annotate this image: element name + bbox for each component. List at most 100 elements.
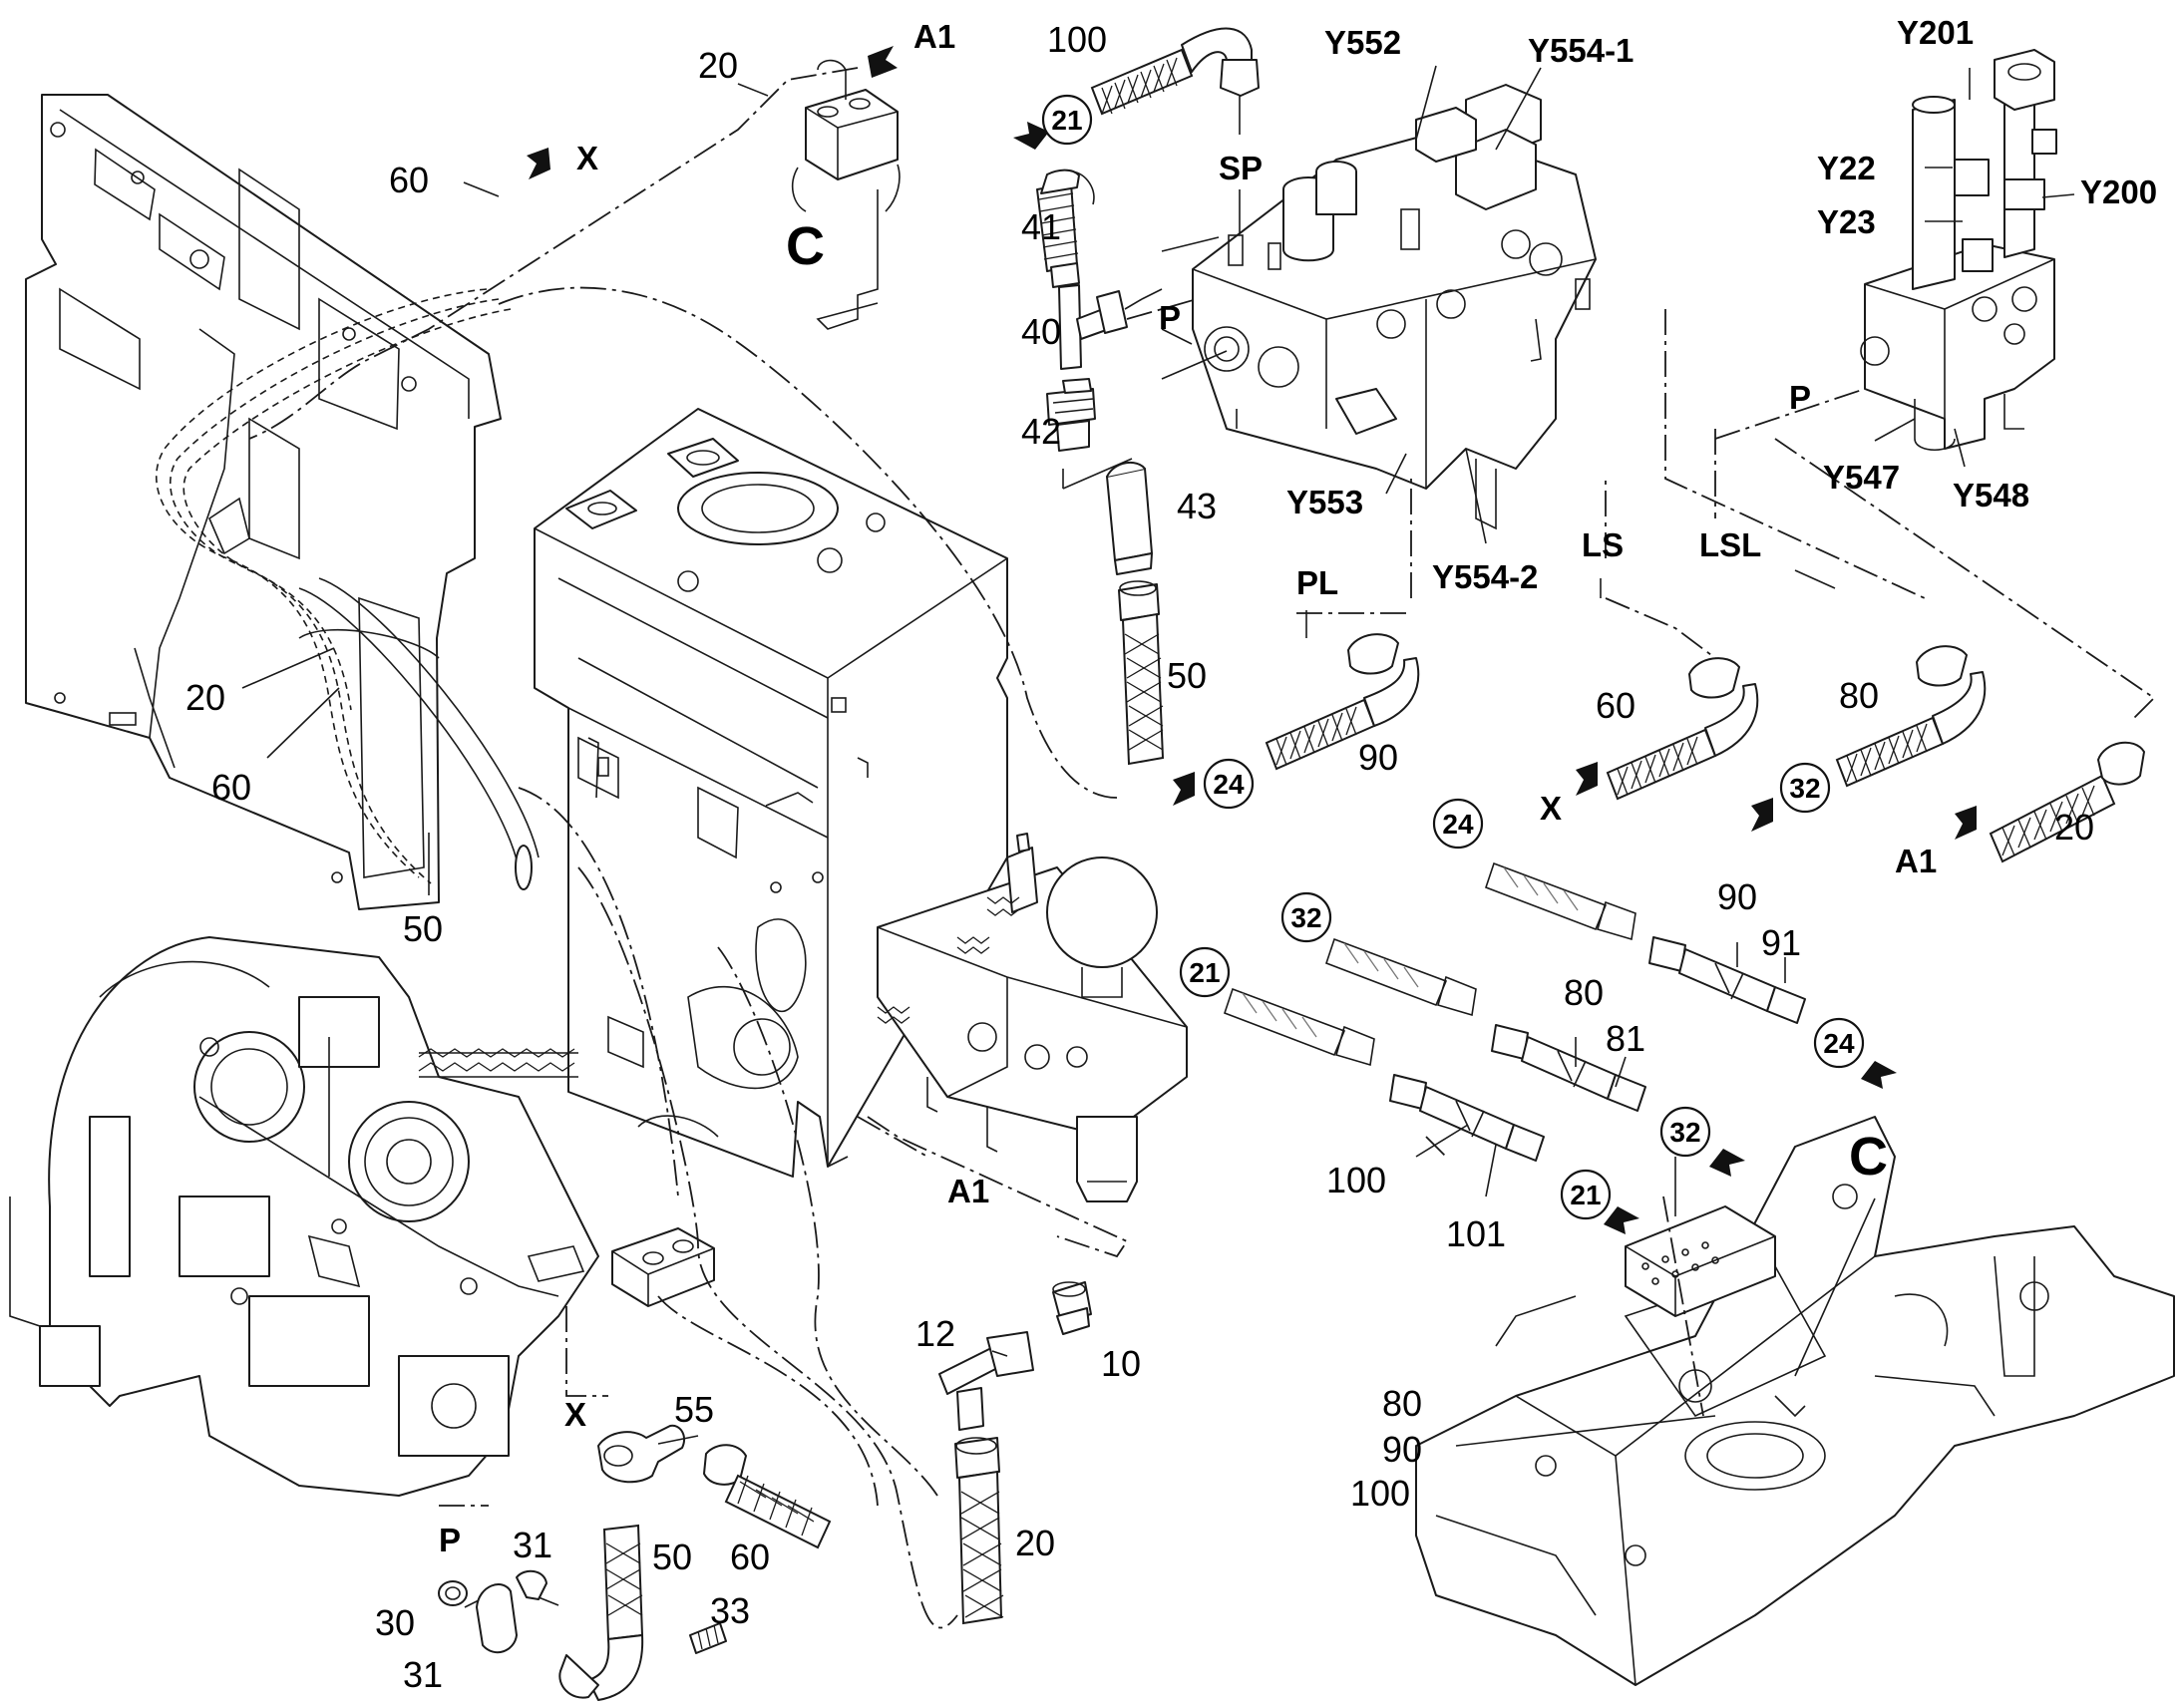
arrow-24-mid [1173,772,1195,806]
arrow-a1-right [1955,806,1977,840]
label-a1-right: A1 [1895,843,1937,879]
circled-refs: 21 24 32 24 32 21 24 32 21 [1041,94,1865,1220]
label-60-bottom: 60 [730,1537,770,1577]
label-y554-2: Y554-2 [1432,558,1538,595]
hidden-hose-runs-left [155,288,512,884]
frame-grid-holes [1641,1241,1719,1285]
label-p-pump: P [439,1522,461,1558]
label-20-frame: 20 [185,677,225,718]
label-sp: SP [1219,150,1263,186]
label-y554-1: Y554-1 [1528,32,1634,69]
circle-24-fit: 24 [1823,1028,1855,1059]
label-60-ls: 60 [1596,685,1635,726]
label-a1-block: A1 [947,1173,989,1209]
label-80-fit: 80 [1564,972,1604,1013]
label-x-right: X [1540,790,1562,827]
main-valve-bank [1192,84,1597,530]
label-y22: Y22 [1817,150,1876,186]
pump-springs [418,1048,578,1078]
label-y548: Y548 [1953,477,2029,513]
ghost-hose-21 [1223,987,1375,1067]
label-60-top: 60 [389,160,429,200]
hose-clamp-block [611,1227,715,1307]
label-20-bottom: 20 [1015,1523,1055,1563]
label-x-pump: X [564,1396,586,1433]
circle-24-mid: 24 [1213,769,1245,800]
label-80-lsl: 80 [1839,675,1879,716]
text-labels: A1 20 60 X C 20 60 50 100 SP 41 40 P 42 … [185,14,2157,1695]
hose-60-ls[interactable] [1606,657,1759,801]
filter-43[interactable] [1106,461,1153,575]
label-12: 12 [915,1313,955,1354]
label-100-list: 100 [1350,1473,1410,1514]
label-p-left: P [1159,299,1181,336]
label-50-mid: 50 [1167,655,1207,696]
tee-12[interactable] [938,1331,1034,1431]
label-lsl: LSL [1699,526,1761,563]
label-80-list: 80 [1382,1383,1422,1424]
label-90-list: 90 [1382,1429,1422,1470]
arrow-32-mid [1751,798,1773,832]
hose-20-a1[interactable] [1989,741,2145,863]
label-50-frame: 50 [403,908,443,949]
label-20-top: 20 [698,45,738,86]
circle-24-hose: 24 [1442,809,1474,840]
arrow-a1-top [868,46,898,78]
label-81: 81 [1606,1018,1645,1059]
label-91: 91 [1761,922,1801,963]
circle-21-hose: 21 [1189,957,1220,988]
tee-40[interactable] [1058,284,1163,370]
hose-100-top[interactable] [1090,27,1260,234]
circle-32-fit: 32 [1669,1117,1700,1148]
circle-32-hose: 32 [1290,902,1321,933]
label-100-fit: 100 [1326,1160,1386,1200]
label-y200: Y200 [2080,173,2157,210]
arrow-21-top [1013,122,1049,150]
arrow-24-fit [1861,1061,1897,1089]
hose-80-lsl[interactable] [1835,645,1987,788]
circle-21-top: 21 [1051,105,1082,136]
ghost-hose-32 [1324,937,1477,1017]
label-10: 10 [1101,1343,1141,1384]
fitting-100-101[interactable] [1389,1074,1545,1162]
support-plate [25,94,502,910]
clamp-c-detail [791,59,901,330]
label-y552: Y552 [1324,24,1401,61]
arrow-x-right [1576,762,1598,796]
label-p-right: P [1789,379,1811,416]
label-x-top: X [576,140,598,176]
label-60-frame: 60 [211,767,251,808]
hose-60-bottom[interactable] [703,1444,832,1549]
label-leaders [241,65,2075,1608]
label-30: 30 [375,1602,415,1643]
pump-assembly [9,936,599,1497]
quick-coupler-41[interactable] [1036,169,1095,288]
label-33: 33 [710,1590,750,1631]
hose-50-bottom[interactable] [558,1524,644,1701]
adapter-42[interactable] [1046,378,1133,490]
flange-seal-parts[interactable] [438,1569,727,1654]
label-a1-top: A1 [913,18,955,55]
arrow-x-top [527,148,550,179]
circle-21-fit: 21 [1570,1180,1601,1210]
label-101: 101 [1446,1213,1506,1254]
circle-32-mid: 32 [1789,773,1820,804]
label-c-top: C [786,216,825,276]
fitting-90-91[interactable] [1648,936,1806,1024]
machine-frame [1415,1116,2175,1686]
label-20-a1: 20 [2054,807,2094,848]
hose-20-bottom[interactable] [954,1437,1004,1625]
elbow-55[interactable] [597,1424,686,1484]
label-c-frame: C [1849,1127,1888,1187]
label-31-top: 31 [513,1525,552,1565]
plug-10[interactable] [1052,1281,1092,1335]
arrow-32-fit [1709,1149,1745,1177]
hose-50-mid[interactable] [1118,580,1165,766]
label-31-bottom: 31 [403,1654,443,1695]
label-ls: LS [1582,526,1624,563]
label-y553: Y553 [1286,484,1363,520]
right-valve-group [1860,49,2057,451]
label-90-fit: 90 [1717,876,1757,917]
hose-90-pl[interactable] [1265,633,1420,771]
